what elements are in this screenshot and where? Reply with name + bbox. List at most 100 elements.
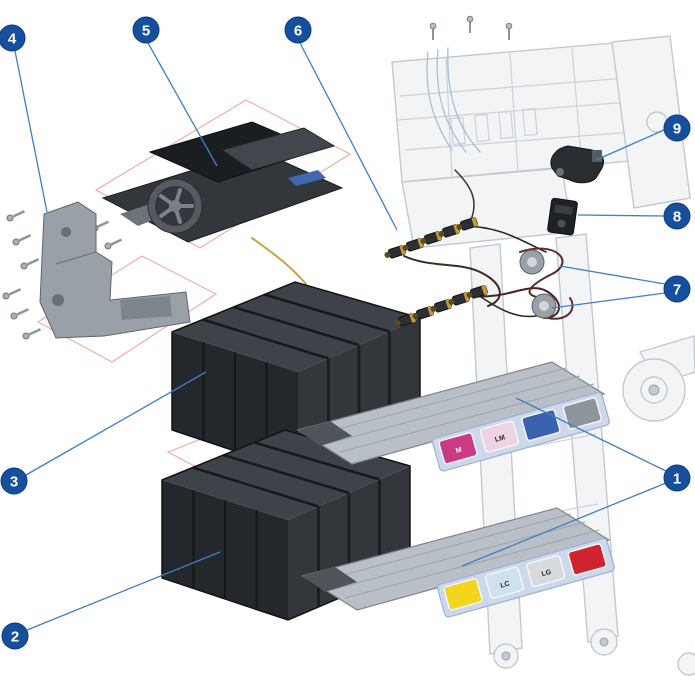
callout-circle[interactable] (663, 114, 691, 142)
callout-number: 5 (142, 23, 150, 40)
screw (429, 22, 437, 40)
screw (466, 15, 474, 33)
screw (22, 328, 42, 340)
pump-assembly (519, 247, 574, 320)
callout-number: 9 (673, 121, 681, 138)
ink-slot-upper-2 (479, 420, 520, 453)
upper-ink-tray-sled: M LM (296, 361, 610, 472)
ink-tube (469, 287, 560, 319)
callout-9[interactable]: 9 (663, 114, 691, 142)
tube-connector (456, 217, 478, 231)
chassis-rail-line (404, 129, 659, 151)
cage-slot-divider (233, 305, 360, 347)
callout-5[interactable]: 5 (132, 16, 160, 44)
tube-connector (384, 245, 406, 259)
leader-line-1b (461, 482, 667, 567)
cage-slot-divider (223, 453, 350, 495)
sensor-module (547, 197, 578, 236)
screw (505, 22, 513, 40)
ink-slot-label: LM (494, 434, 506, 444)
caster-wheel (677, 652, 695, 676)
ink-slot-upper-4 (562, 397, 602, 430)
callout-circle[interactable] (663, 202, 691, 230)
printhead-slot (498, 110, 514, 140)
ink-tube-guide (447, 47, 481, 153)
caster-hub (599, 637, 609, 647)
ink-tube-guide (426, 51, 453, 151)
chassis-divider (509, 52, 519, 173)
sled-ridge (339, 383, 595, 453)
sled-ridge (316, 513, 572, 583)
printhead-slot (522, 107, 538, 137)
ink-slot-upper-3 (521, 408, 561, 442)
screw (10, 308, 30, 320)
chassis-rail-line (397, 99, 656, 121)
bracket-hole (61, 227, 71, 237)
sensor-body (547, 197, 578, 236)
bracket-hole (52, 294, 64, 306)
callouts: 1 2 3 4 5 6 7 8 (0, 16, 691, 650)
cage-slot-divider (253, 441, 380, 481)
pump-motor-hub (527, 257, 537, 267)
lower-ink-tray-sled: LC LG (301, 507, 615, 618)
bracket-edge-line (55, 251, 97, 265)
callout-circle[interactable] (0, 467, 28, 495)
leader-line-7a (559, 265, 666, 285)
ink-slot-lower-1 (443, 578, 483, 611)
callout-8[interactable]: 8 (663, 202, 691, 230)
leader-line-1a (515, 397, 667, 472)
callout-6[interactable]: 6 (284, 16, 312, 44)
callout-1[interactable]: 1 (663, 464, 691, 492)
callout-2[interactable]: 2 (1, 622, 29, 650)
callout-3[interactable]: 3 (0, 467, 28, 495)
cage-slot-divider (263, 293, 390, 333)
callout-number: 1 (673, 471, 681, 488)
chassis-rail-line (399, 75, 653, 97)
leader-line-2 (26, 551, 221, 631)
pump-motor-hub (539, 301, 549, 311)
callout-circle[interactable] (663, 275, 691, 303)
sled-hinge-block (298, 421, 352, 446)
sled-ridge (311, 367, 567, 437)
fan-top-cover (220, 127, 336, 171)
callout-4[interactable]: 4 (0, 24, 26, 52)
screw (6, 210, 26, 222)
sled-ridge (325, 375, 581, 445)
screw (2, 288, 22, 300)
chassis-divider (445, 57, 453, 179)
cutter-block (592, 150, 602, 162)
callout-number: 2 (11, 629, 19, 646)
leader-line-7b (551, 292, 666, 309)
tube-connector (420, 231, 442, 245)
sled-base (296, 361, 606, 465)
ink-slot-lower-4 (567, 543, 607, 576)
callout-circle[interactable] (1, 622, 29, 650)
cage-slot-divider (192, 466, 319, 508)
blue-label (288, 170, 326, 186)
callout-number: 4 (8, 31, 17, 48)
callout-circle[interactable] (663, 464, 691, 492)
callout-circle[interactable] (0, 24, 26, 52)
leader-line-9 (595, 129, 665, 161)
screw (20, 258, 40, 270)
callout-circle[interactable] (132, 16, 160, 44)
leader-line-8 (577, 214, 665, 217)
ink-slot-upper-1 (438, 432, 478, 465)
pump-tube (547, 297, 574, 320)
sensor-window (554, 204, 573, 215)
spindle-axle (648, 384, 660, 396)
printhead-slot (474, 113, 490, 143)
callout-7[interactable]: 7 (663, 275, 691, 303)
tube-connector (448, 292, 470, 306)
ink-slot-strip-lower: LC LG (436, 537, 615, 618)
ink-slot-lower-2 (484, 566, 525, 599)
ink-tube-guide (436, 49, 467, 153)
callout-number: 7 (673, 282, 681, 299)
ink-slot-lower-3 (526, 554, 566, 588)
left-cover-bracket (2, 201, 191, 340)
ink-slot-label: LG (541, 569, 553, 579)
ink-slot-strip-upper: M LM (431, 391, 610, 472)
sensor-lens (557, 219, 566, 228)
callout-circle[interactable] (284, 16, 312, 44)
tube-connector (412, 306, 434, 320)
